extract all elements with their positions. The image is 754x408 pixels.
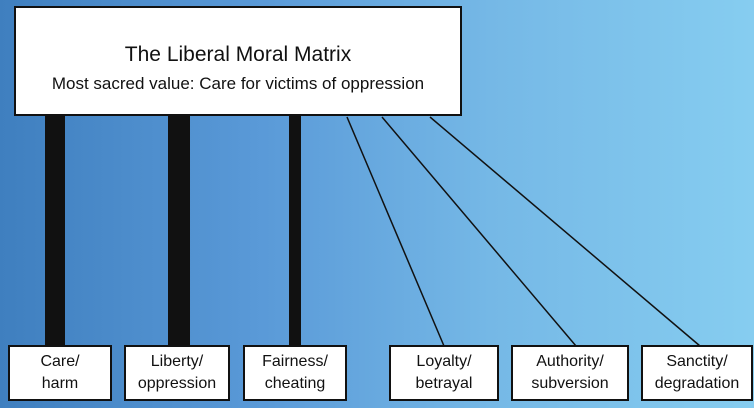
foundation-label-line2: degradation — [654, 375, 740, 392]
connector-fairness-cheating — [289, 116, 301, 346]
foundation-care-harm: Care/ harm — [8, 345, 112, 401]
diagram-subtitle: Most sacred value: Care for victims of o… — [51, 74, 425, 93]
foundation-label-line1: Fairness/ — [262, 353, 328, 370]
connector-loyalty-betrayal — [346, 116, 445, 347]
connector-liberty-oppression — [168, 116, 190, 346]
foundation-label-line2: harm — [41, 375, 79, 392]
foundation-label-line2: oppression — [137, 375, 217, 392]
foundation-label-line1: Liberty/ — [150, 353, 204, 370]
foundation-label-line1: Authority/ — [536, 353, 604, 370]
foundation-label-line1: Sanctity/ — [666, 353, 728, 370]
foundation-label-line1: Loyalty/ — [416, 353, 472, 370]
moral-matrix-title-box: The Liberal Moral Matrix Most sacred val… — [14, 6, 462, 116]
foundation-label-line1: Care/ — [40, 353, 80, 370]
foundation-label-line2: betrayal — [415, 375, 473, 392]
foundation-authority-subversion: Authority/ subversion — [511, 345, 629, 401]
foundation-fairness-cheating: Fairness/ cheating — [243, 345, 347, 401]
foundation-sanctity-degradation: Sanctity/ degradation — [641, 345, 753, 401]
diagram-title: The Liberal Moral Matrix — [124, 43, 352, 66]
foundation-label-line2: cheating — [264, 375, 326, 392]
connector-care-harm — [45, 116, 65, 346]
foundation-label-line2: subversion — [531, 375, 609, 392]
foundation-loyalty-betrayal: Loyalty/ betrayal — [389, 345, 499, 401]
connector-authority-subversion — [381, 116, 577, 347]
connector-sanctity-degradation — [429, 116, 701, 347]
foundation-liberty-oppression: Liberty/ oppression — [124, 345, 230, 401]
